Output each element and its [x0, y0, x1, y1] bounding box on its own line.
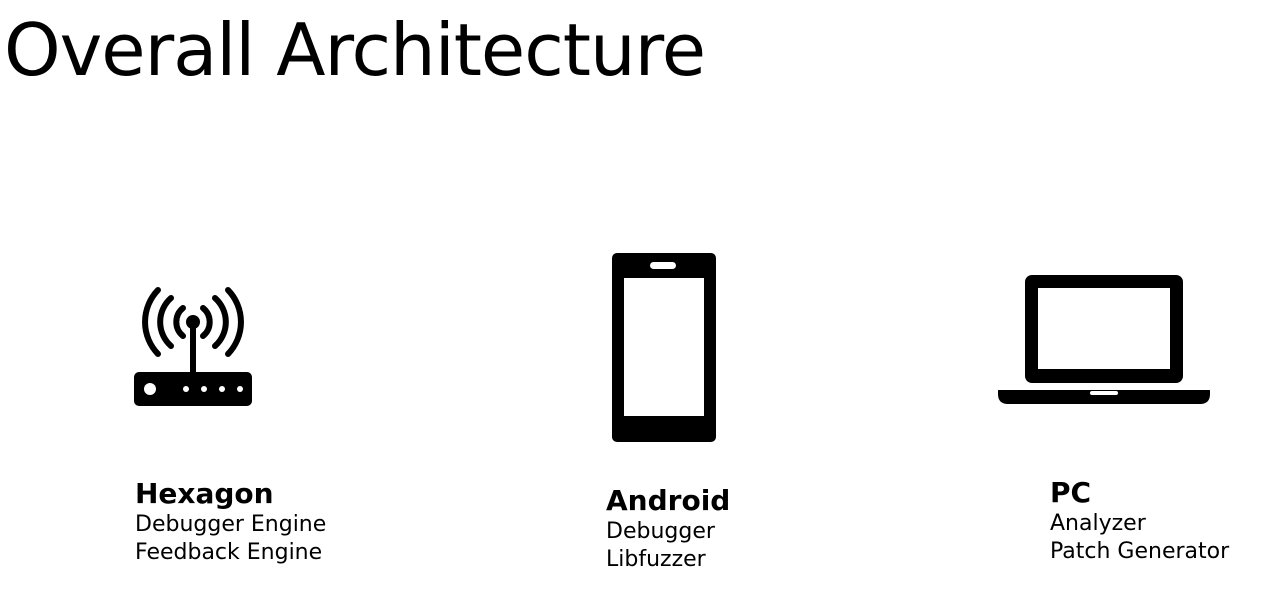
pc-label: PC — [1050, 476, 1092, 509]
page-title: Overall Architecture — [4, 8, 706, 92]
hexagon-component-feedback-engine: Feedback Engine — [135, 540, 323, 565]
pc-component-patch-generator: Patch Generator — [1050, 539, 1230, 564]
android-label: Android — [606, 484, 731, 517]
laptop-icon — [998, 275, 1210, 404]
hexagon-label: Hexagon — [135, 477, 274, 510]
pc-component-analyzer: Analyzer — [1050, 511, 1146, 536]
wifi-router-icon — [134, 287, 252, 406]
smartphone-icon — [612, 253, 716, 442]
android-component-debugger: Debugger — [606, 519, 715, 544]
hexagon-node: Hexagon Debugger Engine Feedback Engine — [135, 477, 326, 567]
hexagon-component-debugger-engine: Debugger Engine — [135, 512, 327, 537]
android-component-libfuzzer: Libfuzzer — [606, 547, 706, 572]
android-node: Android Debugger Libfuzzer — [606, 484, 730, 574]
pc-node: PC Analyzer Patch Generator — [1050, 476, 1229, 566]
